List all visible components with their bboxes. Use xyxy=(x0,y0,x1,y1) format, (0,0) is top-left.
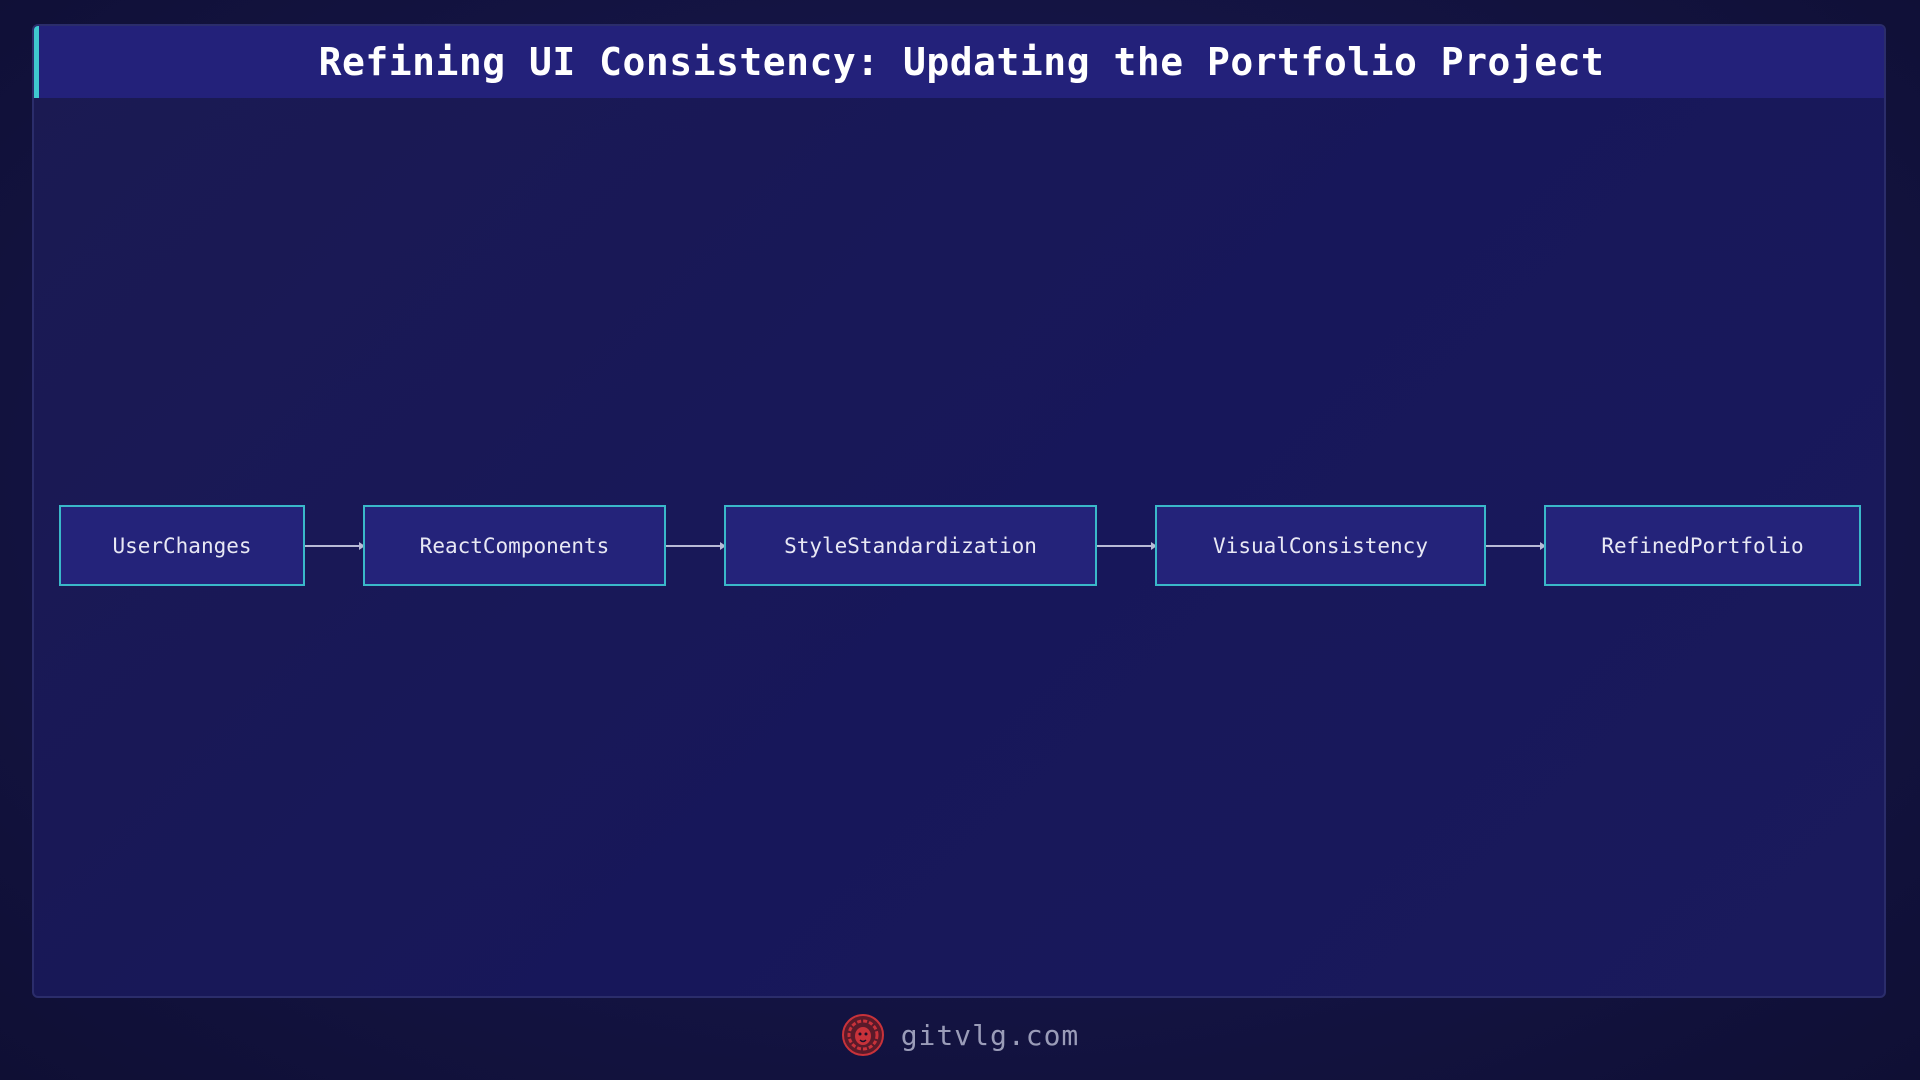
connector-arrow xyxy=(666,542,726,550)
node-style-standardization: StyleStandardization xyxy=(724,505,1097,586)
title-bar: Refining UI Consistency: Updating the Po… xyxy=(34,26,1884,98)
page-title: Refining UI Consistency: Updating the Po… xyxy=(318,40,1605,84)
node-label: VisualConsistency xyxy=(1213,533,1428,558)
footer-brand[interactable]: gitvlg.com xyxy=(900,1018,1080,1052)
node-label: RefinedPortfolio xyxy=(1601,533,1804,558)
node-label: ReactComponents xyxy=(419,533,610,558)
connector-arrow xyxy=(305,542,365,550)
node-label: UserChanges xyxy=(112,533,252,558)
footer: gitvlg.com xyxy=(0,1010,1920,1060)
node-label: StyleStandardization xyxy=(784,533,1037,558)
connector-arrow xyxy=(1097,542,1157,550)
lion-logo-icon xyxy=(841,1013,885,1057)
node-refined-portfolio: RefinedPortfolio xyxy=(1544,505,1861,586)
node-react-components: ReactComponents xyxy=(363,505,666,586)
connector-arrow xyxy=(1486,542,1546,550)
node-user-changes: UserChanges xyxy=(59,505,305,586)
node-visual-consistency: VisualConsistency xyxy=(1155,505,1486,586)
